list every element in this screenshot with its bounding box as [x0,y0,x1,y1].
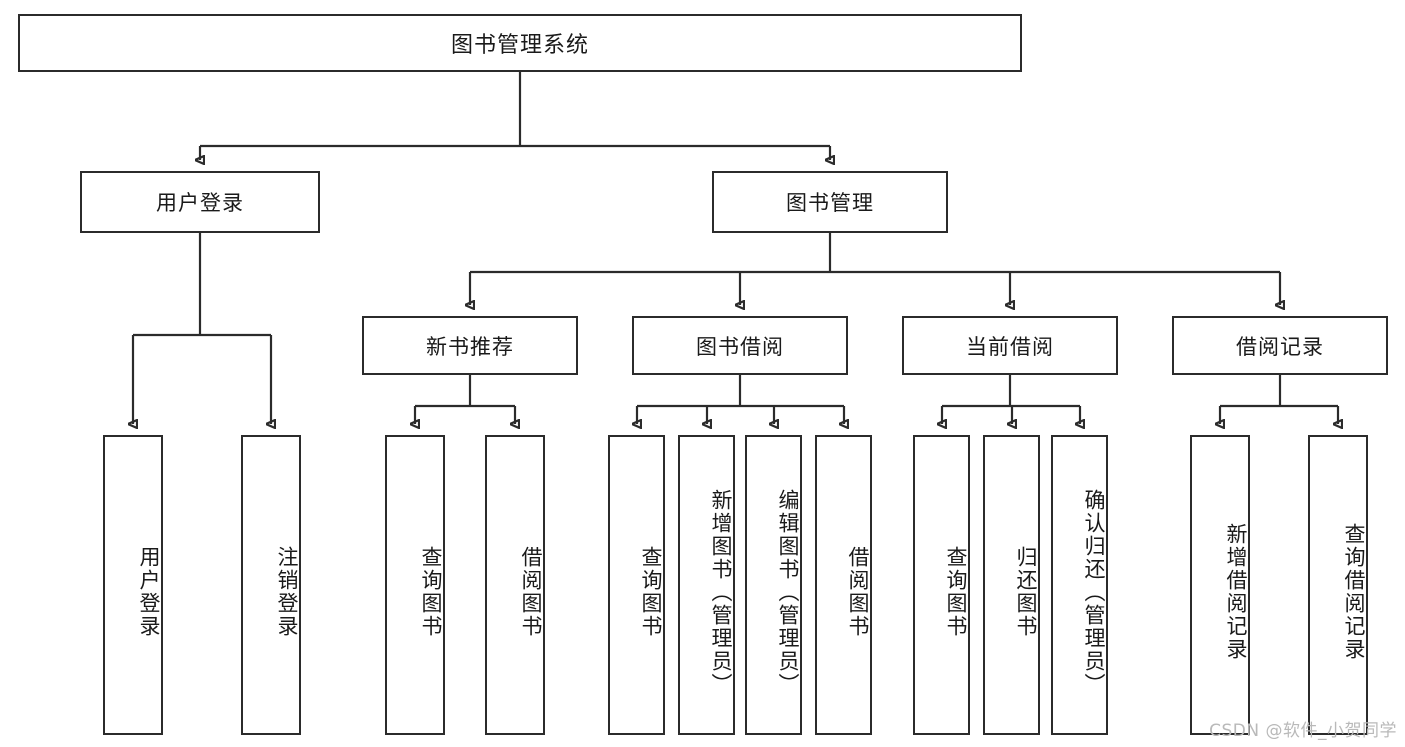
node-leaf-logout[interactable]: 注销登录 [241,435,301,735]
node-leaf-add-book-admin[interactable]: 新增图书（管理员） [678,435,735,735]
node-leaf-query-books-current[interactable]: 查询图书 [913,435,970,735]
node-leaf-add-borrow-record-label: 新增借阅记录 [1224,523,1248,661]
node-user-login-label: 用户登录 [156,191,244,215]
node-leaf-add-book-admin-label: 新增图书（管理员） [709,488,733,696]
node-book-management-label: 图书管理 [786,191,874,215]
node-leaf-query-books-current-label: 查询图书 [944,546,968,638]
node-leaf-query-borrow-record[interactable]: 查询借阅记录 [1308,435,1368,735]
node-leaf-borrow-book-label: 借阅图书 [846,546,870,638]
node-new-book-recommend-label: 新书推荐 [426,334,514,359]
node-leaf-confirm-return-admin-label: 确认归还（管理员） [1082,488,1106,696]
node-user-login[interactable]: 用户登录 [80,171,320,233]
node-leaf-query-books-borrow[interactable]: 查询图书 [608,435,665,735]
node-leaf-query-books-borrow-label: 查询图书 [639,546,663,638]
node-leaf-edit-book-admin[interactable]: 编辑图书（管理员） [745,435,802,735]
node-leaf-query-borrow-record-label: 查询借阅记录 [1342,523,1366,661]
node-book-borrow[interactable]: 图书借阅 [632,316,848,375]
node-book-management[interactable]: 图书管理 [712,171,948,233]
node-leaf-user-login[interactable]: 用户登录 [103,435,163,735]
node-leaf-confirm-return-admin[interactable]: 确认归还（管理员） [1051,435,1108,735]
node-leaf-query-books-rec[interactable]: 查询图书 [385,435,445,735]
node-leaf-borrow-books-rec-label: 借阅图书 [519,546,543,638]
node-leaf-borrow-books-rec[interactable]: 借阅图书 [485,435,545,735]
node-borrow-records[interactable]: 借阅记录 [1172,316,1388,375]
node-leaf-borrow-book[interactable]: 借阅图书 [815,435,872,735]
node-leaf-query-books-rec-label: 查询图书 [419,546,443,638]
node-leaf-edit-book-admin-label: 编辑图书（管理员） [776,488,800,696]
node-current-borrow-label: 当前借阅 [966,334,1054,359]
node-leaf-user-login-label: 用户登录 [137,546,161,638]
node-borrow-records-label: 借阅记录 [1236,334,1324,359]
node-root[interactable]: 图书管理系统 [18,14,1022,72]
csdn-watermark: CSDN @软件_小贺同学 [1209,721,1397,741]
node-new-book-recommend[interactable]: 新书推荐 [362,316,578,375]
node-leaf-add-borrow-record[interactable]: 新增借阅记录 [1190,435,1250,735]
node-book-borrow-label: 图书借阅 [696,334,784,359]
node-leaf-return-book[interactable]: 归还图书 [983,435,1040,735]
node-current-borrow[interactable]: 当前借阅 [902,316,1118,375]
node-root-label: 图书管理系统 [450,33,589,58]
node-leaf-return-book-label: 归还图书 [1014,546,1038,638]
node-leaf-logout-label: 注销登录 [275,546,299,638]
